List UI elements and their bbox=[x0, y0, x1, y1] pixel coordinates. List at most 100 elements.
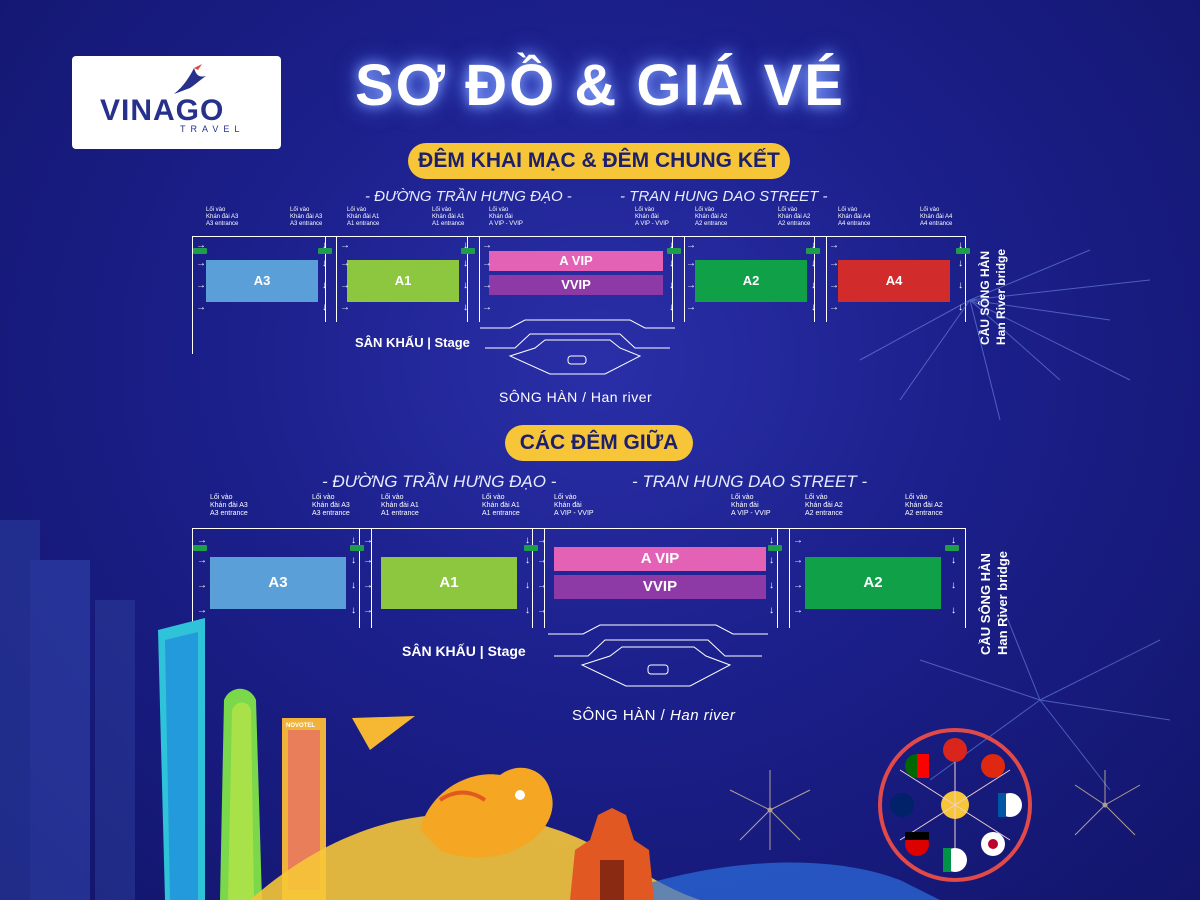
section1-street-en: - TRAN HUNG DAO STREET - bbox=[620, 188, 828, 205]
section2-block-vvip: VVIP bbox=[554, 575, 766, 599]
section1-block-a4: A4 bbox=[838, 260, 950, 302]
section2-stage-outline bbox=[548, 624, 768, 687]
flow-arrow-icon: ↓ bbox=[951, 580, 956, 591]
flow-arrow-icon: → bbox=[482, 280, 492, 291]
flow-arrow-icon: → bbox=[686, 302, 696, 313]
entrance-label-line: A2 entrance bbox=[805, 510, 843, 517]
section1-stage-outline bbox=[480, 319, 675, 375]
flow-arrow-icon: ↓ bbox=[669, 280, 674, 291]
section1-left-line bbox=[192, 236, 193, 354]
exit-sign-icon bbox=[768, 545, 782, 551]
flow-arrow-icon: → bbox=[196, 240, 206, 251]
entrance-label-line: A4 entrance bbox=[920, 221, 953, 227]
entrance-label-line: Khán đài A2 bbox=[905, 502, 943, 509]
section1-divider bbox=[672, 236, 673, 322]
section1-divider bbox=[325, 236, 326, 322]
section1-heading: ĐÊM KHAI MẠC & ĐÊM CHUNG KẾT bbox=[408, 143, 790, 179]
section2-divider bbox=[359, 528, 360, 628]
entrance-label-line: Khán đài bbox=[635, 214, 659, 220]
entrance-label-line: Khán đài A2 bbox=[805, 502, 843, 509]
flow-arrow-icon: → bbox=[537, 580, 547, 591]
entrance-label-line: A1 entrance bbox=[432, 221, 465, 227]
entrance-label-line: A3 entrance bbox=[312, 510, 350, 517]
flow-arrow-icon: ↓ bbox=[525, 555, 530, 566]
flow-arrow-icon: → bbox=[363, 555, 373, 566]
flow-arrow-icon: ↓ bbox=[951, 555, 956, 566]
section1-block-a2: A2 bbox=[695, 260, 807, 302]
section2-divider bbox=[777, 528, 778, 628]
flow-arrow-icon: → bbox=[197, 580, 207, 591]
entrance-label-line: Lối vào bbox=[312, 494, 335, 501]
entrance-label-line: Lối vào bbox=[381, 494, 404, 501]
flow-arrow-icon: → bbox=[340, 302, 350, 313]
flow-arrow-icon: ↓ bbox=[463, 258, 468, 269]
flow-arrow-icon: → bbox=[537, 535, 547, 546]
entrance-label-line: A2 entrance bbox=[695, 221, 728, 227]
flow-arrow-icon: ↓ bbox=[811, 258, 816, 269]
entrance-label-line: Lối vào bbox=[206, 207, 226, 213]
page-title: SƠ ĐỒ & GIÁ VÉ bbox=[355, 53, 845, 118]
flow-arrow-icon: ↓ bbox=[951, 535, 956, 546]
entrance-label-line: Khán đài A3 bbox=[210, 502, 248, 509]
flow-arrow-icon: ↓ bbox=[958, 258, 963, 269]
entrance-label-line: A1 entrance bbox=[381, 510, 419, 517]
flow-arrow-icon: → bbox=[196, 258, 206, 269]
flow-arrow-icon: ↓ bbox=[322, 302, 327, 313]
flow-arrow-icon: ↓ bbox=[811, 280, 816, 291]
section1-top-line bbox=[192, 236, 965, 237]
flow-arrow-icon: ↓ bbox=[463, 280, 468, 291]
section1-stage-label: SÂN KHẤU | Stage bbox=[355, 335, 470, 350]
exit-sign-icon bbox=[461, 248, 475, 254]
flow-arrow-icon: → bbox=[196, 302, 206, 313]
entrance-label-line: Khán đài A4 bbox=[920, 214, 953, 220]
section1-street-vi: - ĐƯỜNG TRẦN HƯNG ĐẠO - bbox=[365, 188, 572, 205]
flow-arrow-icon: ↓ bbox=[769, 605, 774, 616]
flow-arrow-icon: → bbox=[482, 240, 492, 251]
exit-sign-icon bbox=[193, 545, 207, 551]
flow-arrow-icon: ↓ bbox=[951, 605, 956, 616]
flow-arrow-icon: ↓ bbox=[769, 535, 774, 546]
exit-sign-icon bbox=[945, 545, 959, 551]
section2-divider bbox=[544, 528, 545, 628]
entrance-label-line: Khán đài A3 bbox=[312, 502, 350, 509]
entrance-label-line: Khán đài A3 bbox=[206, 214, 239, 220]
entrance-label-line: Lối vào bbox=[695, 207, 715, 213]
flow-arrow-icon: ↓ bbox=[669, 302, 674, 313]
entrance-label-line: Lối vào bbox=[482, 494, 505, 501]
firework-icon bbox=[859, 249, 1171, 791]
flow-arrow-icon: → bbox=[686, 258, 696, 269]
flow-arrow-icon: → bbox=[340, 280, 350, 291]
exit-sign-icon bbox=[350, 545, 364, 551]
exit-sign-icon bbox=[956, 248, 970, 254]
firework-icon bbox=[729, 770, 1141, 850]
entrance-label-line: A2 entrance bbox=[778, 221, 811, 227]
flow-arrow-icon: ↓ bbox=[525, 535, 530, 546]
flow-arrow-icon: → bbox=[363, 605, 373, 616]
flow-arrow-icon: ↓ bbox=[463, 240, 468, 251]
entrance-label-line: Lối vào bbox=[905, 494, 928, 501]
exit-sign-icon bbox=[318, 248, 332, 254]
flow-arrow-icon: ↓ bbox=[525, 605, 530, 616]
section2-river-vi: SÔNG HÀN / bbox=[572, 707, 671, 724]
flow-arrow-icon: → bbox=[686, 280, 696, 291]
section1-block-a1: A1 bbox=[347, 260, 459, 302]
section2-street-en: - TRAN HUNG DAO STREET - bbox=[632, 472, 868, 491]
section1-divider bbox=[479, 236, 480, 322]
logo-sub-text: TRAVEL bbox=[180, 124, 245, 134]
paper-plane-icon bbox=[352, 716, 415, 750]
section1-divider bbox=[467, 236, 468, 322]
entrance-label-line: A1 entrance bbox=[347, 221, 380, 227]
flow-arrow-icon: → bbox=[793, 535, 803, 546]
blue-swoosh bbox=[600, 862, 940, 900]
entrance-label-line: A3 entrance bbox=[290, 221, 323, 227]
section2-divider bbox=[532, 528, 533, 628]
flow-arrow-icon: → bbox=[363, 535, 373, 546]
